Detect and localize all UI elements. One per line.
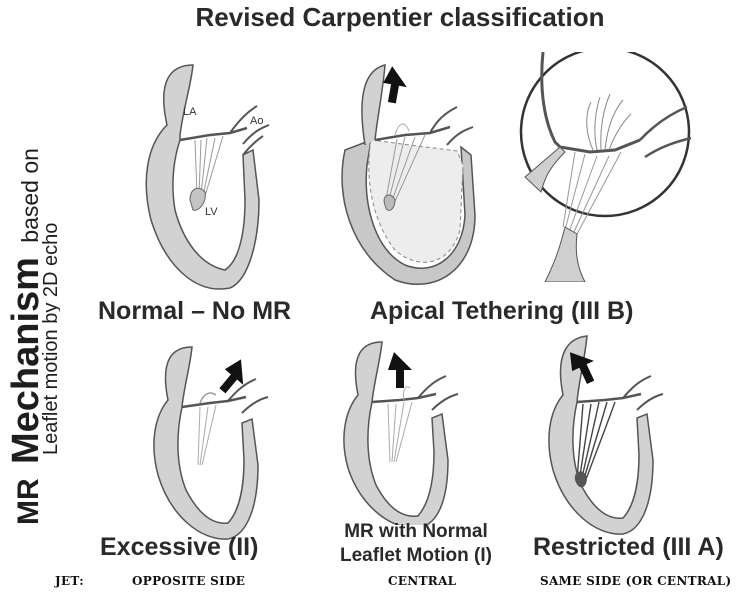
heart-normal-motion xyxy=(343,341,459,525)
heart-wall xyxy=(153,346,259,540)
dilated-wall xyxy=(341,138,476,285)
side-label-suffix: based on xyxy=(17,148,43,243)
aorta-lower xyxy=(446,126,474,146)
lvot-wall xyxy=(242,135,264,156)
heart-normal: LA Ao LV xyxy=(145,64,270,290)
aorta-upper xyxy=(429,106,458,134)
heart-excessive xyxy=(153,346,269,540)
arrow-diagonal-left-icon xyxy=(569,352,595,385)
ventricular-wall xyxy=(524,146,566,193)
jet-central xyxy=(403,386,411,401)
jet-same-side: SAME SIDE (OR CENTRAL) xyxy=(540,574,732,588)
heart-wall xyxy=(145,64,260,290)
heart-apical-tethering xyxy=(341,64,476,285)
side-label: MR Mechanism based on Leaflet motion by … xyxy=(5,148,60,525)
magnifier-circle xyxy=(519,52,691,218)
arrow-up-icon xyxy=(383,66,407,104)
tethering-magnified xyxy=(519,52,692,282)
jet-opposite-side: OPPOSITE SIDE xyxy=(132,574,246,588)
aorta-lower xyxy=(636,393,664,411)
caption-restricted: Restricted (III A) xyxy=(533,533,724,561)
jet-label: JET: xyxy=(55,574,84,588)
caption-normal-motion: MR with Normal Leaflet Motion (I) xyxy=(316,520,516,568)
papillary-muscle xyxy=(574,471,587,488)
aorta-lower xyxy=(241,396,269,414)
heart-wall xyxy=(343,341,449,525)
caption-apical-tethering: Apical Tethering (III B) xyxy=(370,297,634,325)
chordae xyxy=(197,404,217,466)
aorta-lower xyxy=(242,124,270,145)
aorta-upper xyxy=(639,105,688,141)
mitral-annulus xyxy=(371,392,437,404)
side-label-emphasis: Mechanism xyxy=(5,257,47,464)
papillary-muscle xyxy=(189,187,206,211)
arrow-diagonal-icon xyxy=(219,359,244,394)
chordae xyxy=(194,135,224,197)
arrow-up-icon xyxy=(388,352,412,388)
svg-text:MR Mechanism based on: MR Mechanism based on xyxy=(5,148,47,525)
heart-restricted xyxy=(548,335,664,535)
chordae xyxy=(387,401,413,463)
aorta-upper xyxy=(417,375,447,399)
aorta-lower xyxy=(644,136,692,159)
atrial-wall xyxy=(540,52,562,149)
dilated-cavity xyxy=(368,139,464,263)
caption-normal: Normal – No MR xyxy=(98,297,292,325)
aorta-upper xyxy=(229,105,258,134)
diagram-title: Revised Carpentier classification xyxy=(195,2,605,32)
jet-central: CENTRAL xyxy=(388,574,457,588)
prolapsing-leaflet xyxy=(199,392,217,404)
mitral-annulus xyxy=(559,138,641,154)
atrial-wall xyxy=(361,64,386,146)
caption-excessive: Excessive (II) xyxy=(100,533,259,561)
papillary-muscle xyxy=(544,226,586,282)
label-ao: Ao xyxy=(250,115,263,127)
thickened-chordae xyxy=(576,401,616,483)
papillary-muscle xyxy=(383,194,396,211)
side-label-line2: Leaflet motion by 2D echo xyxy=(40,223,60,455)
heart-wall xyxy=(548,335,654,535)
aorta-upper xyxy=(622,375,652,399)
label-la: LA xyxy=(183,106,197,118)
mitral-annulus xyxy=(181,395,247,409)
tethered-chordae xyxy=(562,151,622,235)
aorta-lower xyxy=(431,393,459,411)
caption-normal-motion-line1: MR with Normal xyxy=(344,521,488,542)
caption-normal-motion-line2: Leaflet Motion (I) xyxy=(340,545,492,566)
mitral-annulus xyxy=(179,126,248,142)
side-label-prefix: MR xyxy=(12,478,45,525)
mitral-annulus xyxy=(576,392,642,404)
leaflet-jet xyxy=(586,93,632,151)
aorta-upper xyxy=(227,378,257,402)
label-lv: LV xyxy=(205,206,218,218)
mitral-annulus xyxy=(374,125,451,142)
jet-central xyxy=(394,123,410,136)
